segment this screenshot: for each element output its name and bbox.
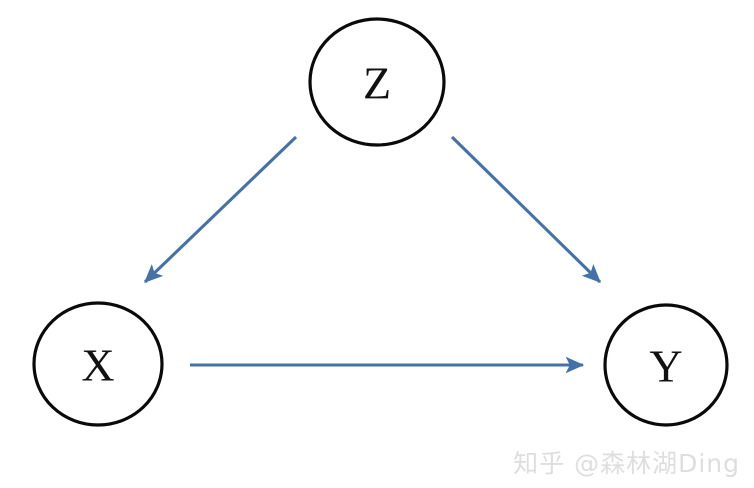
node-label-y: Y bbox=[649, 341, 682, 392]
node-circle-y bbox=[603, 303, 729, 427]
edge-group bbox=[143, 135, 602, 374]
node-group: Z X Y bbox=[32, 17, 729, 427]
node-x: X bbox=[32, 301, 164, 427]
node-z: Z bbox=[308, 17, 446, 147]
edge-z-to-y bbox=[450, 135, 602, 284]
watermark-text: 知乎 @森林湖Ding bbox=[513, 449, 740, 478]
edge-z-to-x bbox=[143, 135, 298, 284]
node-label-x: X bbox=[81, 340, 114, 391]
node-circle-x bbox=[32, 301, 164, 427]
node-label-z: Z bbox=[363, 58, 391, 109]
node-y: Y bbox=[603, 303, 729, 427]
node-circle-z bbox=[308, 17, 446, 147]
